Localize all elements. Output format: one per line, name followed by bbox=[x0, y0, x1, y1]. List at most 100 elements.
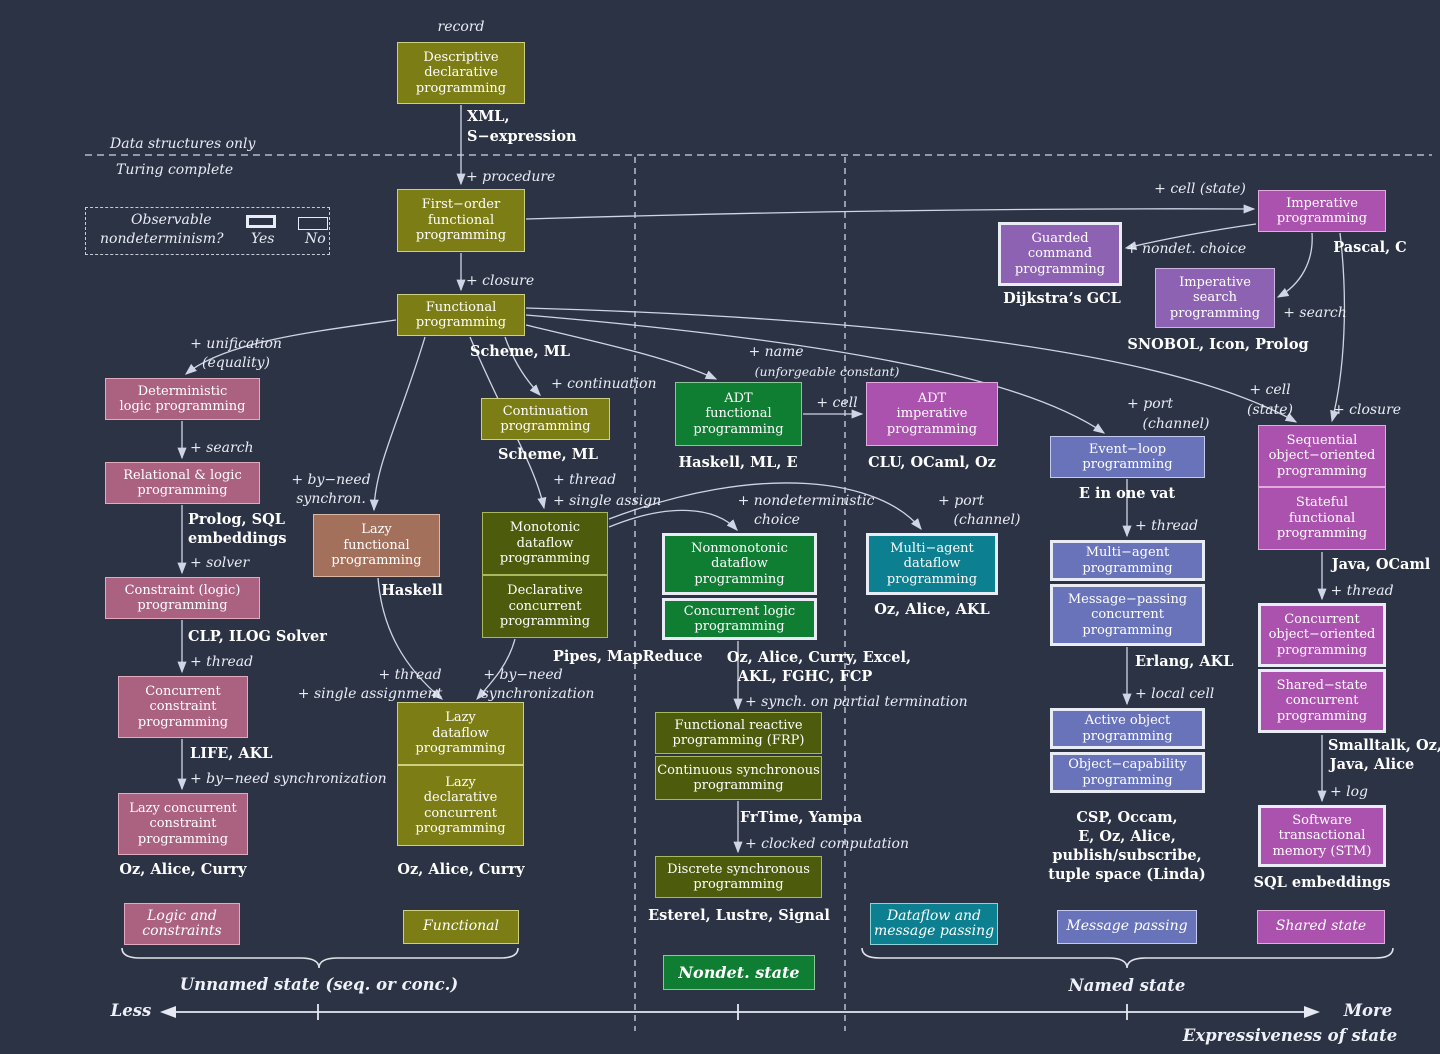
node-text-line: Multi−agent bbox=[1085, 545, 1170, 560]
node-text-line: programming bbox=[693, 877, 784, 892]
edge-imperative-to-sequentialoo bbox=[1330, 232, 1346, 423]
language-caption: Oz, Alice, Curry bbox=[119, 861, 247, 878]
node-text-line: logic programming bbox=[119, 399, 246, 414]
legend-no-label: No bbox=[305, 231, 326, 247]
node-text-line: ADT bbox=[917, 390, 947, 406]
node-text-line: Nonmonotonic bbox=[691, 540, 788, 556]
legend-question-line1: Observable bbox=[131, 212, 212, 228]
node-text-line: Descriptive bbox=[423, 49, 499, 65]
node-text-line: programming bbox=[499, 614, 591, 630]
edge-monotonic-to-multiagentdataflow bbox=[608, 482, 922, 531]
edge-label: + thread bbox=[1330, 583, 1394, 599]
edge-label: + procedure bbox=[466, 169, 556, 185]
expressiveness-axis bbox=[172, 1004, 1308, 1020]
node-text-line: Monotonic bbox=[509, 520, 581, 536]
node-text-line: Message−passing bbox=[1067, 591, 1188, 607]
language-caption: Haskell bbox=[381, 582, 443, 599]
edge-label: + solver bbox=[190, 555, 250, 571]
node-text-line: Constraint (logic) bbox=[124, 582, 241, 598]
node-text-line: programming bbox=[693, 421, 784, 437]
edge-label: + thread bbox=[378, 667, 442, 683]
node-text-line: Functional bbox=[425, 299, 497, 315]
node-nondet-state: Nondet. state bbox=[663, 955, 815, 990]
node-text-line: programming bbox=[137, 598, 228, 613]
node-text-line: Guarded bbox=[1031, 230, 1089, 246]
node-text-line: programming bbox=[415, 315, 507, 330]
axis-label: More bbox=[1343, 1001, 1393, 1020]
edge-functional-to-lazyfunctional bbox=[369, 336, 426, 512]
node-text-line: programming bbox=[1276, 708, 1368, 724]
record-label: record bbox=[437, 19, 485, 35]
node-text-line: Lazy bbox=[445, 710, 476, 726]
language-caption: E, Oz, Alice, bbox=[1078, 828, 1176, 845]
node-text-line: First−order bbox=[421, 197, 501, 213]
node-category-message-passing: Message passing bbox=[1057, 910, 1197, 944]
edge-functional-to-adtfunctional bbox=[525, 324, 718, 380]
language-caption: Oz, Alice, AKL bbox=[874, 601, 990, 618]
node-text-line: concurrent bbox=[508, 598, 582, 614]
node-text-line: programming bbox=[415, 228, 507, 244]
language-caption: Scheme, ML bbox=[470, 343, 570, 360]
language-caption: Java, OCaml bbox=[1331, 556, 1431, 573]
node-text-line: ADT bbox=[724, 390, 753, 406]
node-text-line: programming bbox=[1082, 728, 1173, 744]
language-caption: E in one vat bbox=[1078, 485, 1176, 502]
node-text-line: imperative bbox=[896, 406, 968, 422]
language-caption: S−expression bbox=[467, 128, 577, 145]
language-caption: CSP, Occam, bbox=[1076, 809, 1178, 826]
node-text-line: programming bbox=[415, 741, 506, 757]
language-caption: AKL, FGHC, FCP bbox=[737, 668, 873, 685]
edge-label: + name bbox=[748, 344, 804, 360]
divider-caption: Data structures only bbox=[110, 136, 256, 152]
node-text-line: Shared state bbox=[1275, 918, 1367, 935]
edge-label: + closure bbox=[1332, 402, 1402, 418]
edge-label: + cell bbox=[1249, 382, 1291, 398]
axis-arrow-left-icon bbox=[160, 1006, 176, 1018]
node-text-line: programming bbox=[694, 619, 785, 634]
language-caption: tuple space (Linda) bbox=[1048, 866, 1206, 883]
edge-label: + single assignment bbox=[297, 686, 443, 702]
node-text-line: functional bbox=[427, 212, 495, 228]
language-caption: SNOBOL, Icon, Prolog bbox=[1127, 336, 1309, 353]
node-text-line: Logic and bbox=[147, 907, 217, 924]
node-text-line: programming bbox=[886, 571, 978, 587]
node-text-line: dataflow bbox=[903, 556, 961, 572]
language-caption: CLP, ILOG Solver bbox=[188, 628, 327, 645]
node-text-line: search bbox=[1193, 290, 1237, 306]
node-text-line: Object−capability bbox=[1068, 757, 1187, 772]
language-caption: Oz, Alice, Curry bbox=[397, 861, 525, 878]
node-text-line: concurrent bbox=[1285, 693, 1359, 709]
node-text-line: Software bbox=[1292, 812, 1352, 828]
node-category-shared-state: Shared state bbox=[1257, 910, 1385, 944]
edge-declconc-to-lazydataflow bbox=[476, 638, 516, 700]
edge-label: + closure bbox=[466, 273, 535, 289]
edge-label: + nondeterministic bbox=[737, 493, 875, 509]
node-text-line: Lazy concurrent bbox=[129, 800, 237, 816]
node-text-line: Concurrent logic bbox=[683, 603, 796, 619]
edge-lazyfunctional-to-lazydataflow bbox=[377, 577, 443, 700]
divider-caption: Turing complete bbox=[116, 162, 234, 178]
language-caption: XML, bbox=[467, 108, 510, 125]
node-text-line: programming bbox=[694, 571, 785, 587]
edge-label: + single assign bbox=[553, 493, 662, 509]
node-text-line: declarative bbox=[424, 65, 498, 81]
node-text-line: programming bbox=[1014, 261, 1106, 277]
language-caption: Prolog, SQL bbox=[188, 511, 285, 528]
legend-thick-border-box-icon bbox=[246, 215, 276, 228]
language-caption: Esterel, Lustre, Signal bbox=[648, 907, 830, 924]
node-text-line: programming bbox=[137, 714, 229, 730]
axis-label: Expressiveness of state bbox=[1182, 1026, 1398, 1045]
